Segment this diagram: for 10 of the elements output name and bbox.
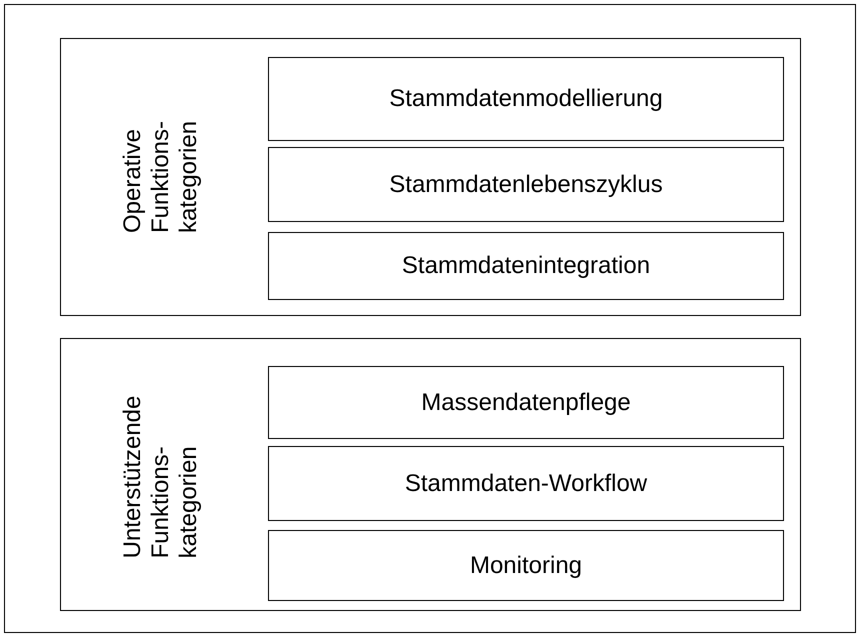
category-box: Stammdaten-Workflow bbox=[268, 446, 784, 521]
group-heading: Operative Funktions- kategorien bbox=[119, 120, 203, 234]
group-heading: Unterstützende Funktions- kategorien bbox=[119, 396, 203, 558]
category-box: Stammdatenlebenszyklus bbox=[268, 147, 784, 222]
category-box: Massendatenpflege bbox=[268, 366, 784, 439]
category-box: Monitoring bbox=[268, 530, 784, 601]
group-panel bbox=[60, 38, 801, 316]
group-panel bbox=[60, 338, 801, 611]
category-box: Stammdatenmodellierung bbox=[268, 57, 784, 141]
category-box: Stammdatenintegration bbox=[268, 232, 784, 300]
